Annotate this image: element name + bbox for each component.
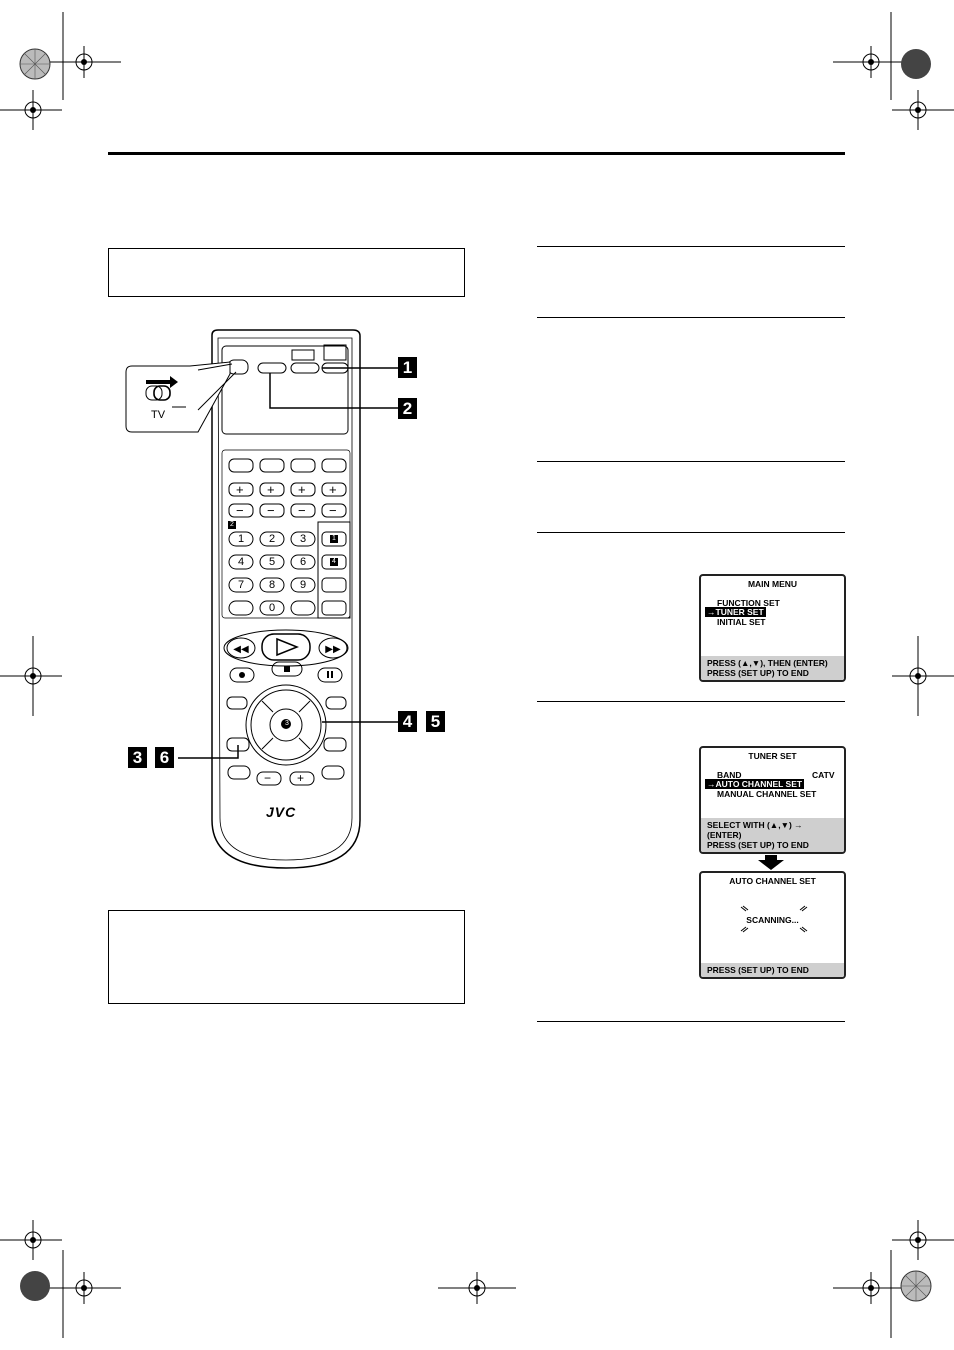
remote-switch-label: TV (151, 409, 166, 421)
osd-menu-item-selected: →TUNER SET (705, 607, 766, 617)
callout-step-3: 3 (128, 747, 147, 768)
remote-sub-label-2: 2 (228, 521, 236, 529)
remote-nav-center-label: 3 (285, 720, 289, 727)
osd-menu-item: MANUAL CHANNEL SET (717, 789, 817, 799)
remote-button-3: 3 (299, 533, 307, 545)
callout-step-5: 5 (426, 711, 445, 732)
osd-auto-channel-set: AUTO CHANNEL SET SCANNING... PRESS (SET … (699, 871, 846, 979)
callout-step-1: 1 (398, 357, 417, 378)
remote-sub-label-1: 1 (330, 535, 338, 543)
plus-sign: + (298, 482, 306, 497)
osd-footer-line: PRESS (▲,▼), THEN (ENTER) (707, 658, 828, 668)
osd-footer-line: PRESS (SET UP) TO END (707, 668, 809, 678)
arrow-icon: → (707, 607, 716, 617)
osd-title: MAIN MENU (747, 579, 798, 589)
osd-footer: PRESS (SET UP) TO END (701, 963, 844, 977)
osd-footer: PRESS (▲,▼), THEN (ENTER) PRESS (SET UP)… (701, 656, 844, 680)
osd-menu-item: INITIAL SET (717, 617, 766, 627)
step-separator-3 (537, 461, 845, 462)
osd-selected-label: TUNER SET (715, 607, 764, 617)
remote-button-7: 7 (237, 579, 245, 591)
osd-menu-item-selected: →AUTO CHANNEL SET (705, 779, 805, 789)
osd-scanning-text: SCANNING... (746, 915, 799, 925)
osd-title: AUTO CHANNEL SET (729, 876, 816, 886)
osd-footer-line: PRESS (SET UP) TO END (707, 840, 809, 850)
osd-footer-line: PRESS (SET UP) TO END (707, 965, 809, 975)
callout-step-6: 6 (155, 747, 174, 768)
remote-button-5: 5 (268, 556, 276, 568)
remote-vol-minus: − (264, 771, 272, 785)
step-separator-1 (537, 246, 845, 247)
plus-sign: + (236, 482, 244, 497)
scanning-sparkle-icon (740, 905, 808, 933)
step-separator-4 (537, 532, 845, 533)
remote-button-8: 8 (268, 579, 276, 591)
osd-title: TUNER SET (748, 751, 797, 761)
remote-button-1: 1 (237, 533, 245, 545)
info-box-bottom (108, 910, 465, 1004)
remote-sub-label-4: 4 (330, 558, 338, 566)
plus-sign: + (267, 482, 275, 497)
svg-text:◀◀: ◀◀ (233, 644, 249, 655)
minus-sign: − (298, 503, 306, 518)
osd-footer-line: SELECT WITH (▲,▼) → (ENTER) (707, 820, 803, 840)
callout-step-4: 4 (398, 711, 417, 732)
osd-band-value: CATV (812, 770, 835, 780)
remote-button-0: 0 (268, 602, 276, 614)
osd-footer: SELECT WITH (▲,▼) → (ENTER) PRESS (SET U… (701, 818, 844, 852)
arrow-icon: → (707, 779, 716, 789)
step-separator-5 (537, 701, 845, 702)
remote-brand-logo: JVC (266, 804, 297, 820)
osd-tuner-set: TUNER SET BAND CATV →AUTO CHANNEL SET MA… (699, 746, 846, 854)
remote-button-4: 4 (237, 556, 245, 568)
remote-button-2: 2 (268, 533, 276, 545)
osd-selected-label: AUTO CHANNEL SET (715, 779, 803, 789)
minus-sign: − (236, 503, 244, 518)
callout-step-2: 2 (398, 398, 417, 419)
plus-sign: + (329, 482, 337, 497)
remote-vol-plus: + (297, 771, 305, 785)
osd-band-label: BAND (717, 770, 742, 780)
step-separator-2 (537, 317, 845, 318)
info-box-top (108, 248, 465, 297)
minus-sign: − (329, 503, 337, 518)
step-separator-6 (537, 1021, 845, 1022)
minus-sign: − (267, 503, 275, 518)
remote-control-illustration: ◀◀ ▶▶ (125, 329, 398, 869)
osd-menu-item: FUNCTION SET (717, 598, 780, 608)
svg-text:▶▶: ▶▶ (325, 644, 341, 655)
down-arrow-icon (758, 855, 784, 870)
header-rule (108, 152, 845, 155)
remote-button-6: 6 (299, 556, 307, 568)
remote-button-9: 9 (299, 579, 307, 591)
osd-main-menu: MAIN MENU FUNCTION SET →TUNER SET INITIA… (699, 574, 846, 682)
